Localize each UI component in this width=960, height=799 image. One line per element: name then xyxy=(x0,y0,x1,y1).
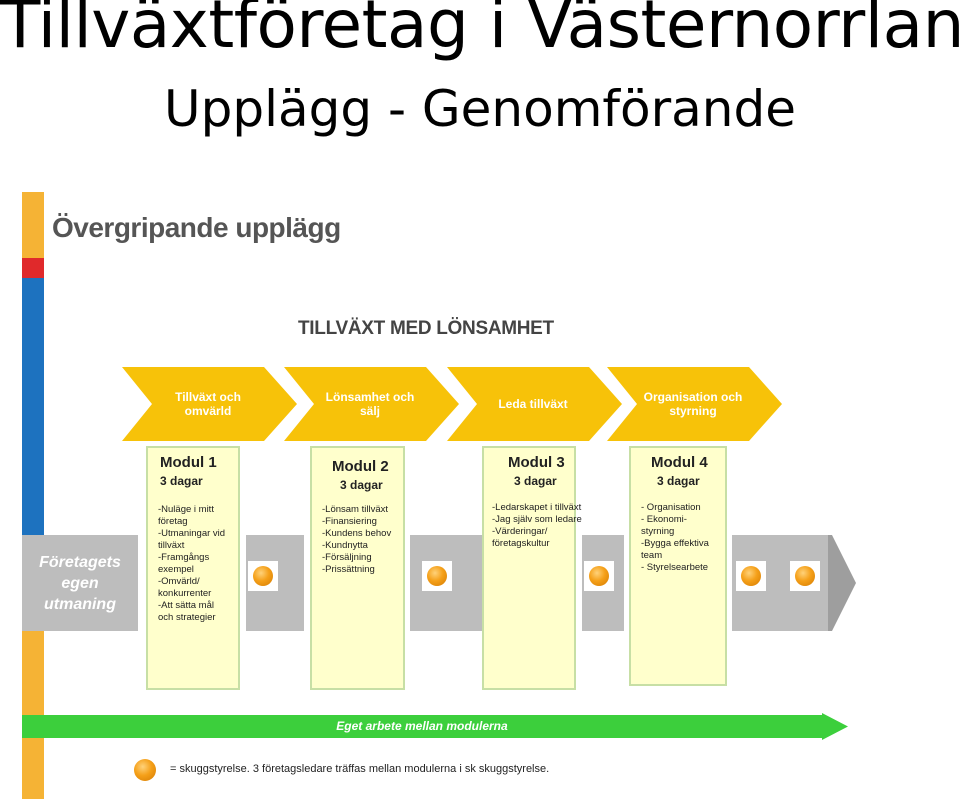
end-arrow-icon xyxy=(828,535,856,631)
green-bar: Eget arbete mellan modulerna xyxy=(22,715,822,738)
orange-dot-icon xyxy=(427,566,447,586)
page-subtitle: Upplägg - Genomförande xyxy=(164,80,796,138)
module-days: 3 dagar xyxy=(657,474,700,488)
module-4: Modul 4 3 dagar - Organisation- Ekonomi-… xyxy=(629,446,727,686)
page-title: Tillväxtföretag i Västernorrland xyxy=(0,0,960,63)
orange-marker xyxy=(584,561,614,591)
module-days: 3 dagar xyxy=(340,478,383,492)
orange-marker xyxy=(736,561,766,591)
chevron-2: Lönsamhet och sälj xyxy=(284,367,459,441)
sidebar-orange-segment xyxy=(22,192,44,258)
orange-marker xyxy=(422,561,452,591)
module-days: 3 dagar xyxy=(160,474,203,488)
slide-image: Övergripande upplägg TILLVÄXT MED LÖNSAM… xyxy=(22,192,960,799)
module-items: - Organisation- Ekonomi- styrning-Bygga … xyxy=(641,502,709,573)
module-title: Modul 3 xyxy=(508,454,565,471)
slide-heading: Övergripande upplägg xyxy=(52,212,341,243)
legend-text: = skuggstyrelse. 3 företagsledare träffa… xyxy=(170,763,550,775)
chevron-3: Leda tillväxt xyxy=(447,367,622,441)
orange-marker xyxy=(790,561,820,591)
slide-subheading: TILLVÄXT MED LÖNSAMHET xyxy=(298,318,554,339)
module-3: Modul 3 3 dagar -Ledarskapet i tillväxt-… xyxy=(482,446,582,690)
orange-dot-icon xyxy=(589,566,609,586)
start-box: Företagets egen utmaning xyxy=(22,535,138,631)
module-days: 3 dagar xyxy=(514,474,557,488)
orange-dot-icon xyxy=(253,566,273,586)
sidebar-red-segment xyxy=(22,258,44,278)
orange-marker xyxy=(248,561,278,591)
sidebar-blue-segment xyxy=(22,278,44,535)
module-title: Modul 2 xyxy=(332,458,389,475)
chevron-2-label: Lönsamhet och sälj xyxy=(325,390,415,418)
module-2: Modul 2 3 dagar -Lönsam tillväxt-Finansi… xyxy=(310,446,405,690)
green-arrow-icon xyxy=(822,713,848,740)
orange-dot-icon xyxy=(741,566,761,586)
chevron-3-label: Leda tillväxt xyxy=(498,397,568,411)
module-title: Modul 1 xyxy=(160,454,217,471)
legend-orange-dot-icon xyxy=(134,759,156,781)
module-items: -Lönsam tillväxt-Finansiering -Kundens b… xyxy=(322,504,392,575)
module-title: Modul 4 xyxy=(651,454,708,471)
module-items: -Ledarskapet i tillväxt-Jag själv som le… xyxy=(492,502,582,549)
orange-dot-icon xyxy=(795,566,815,586)
